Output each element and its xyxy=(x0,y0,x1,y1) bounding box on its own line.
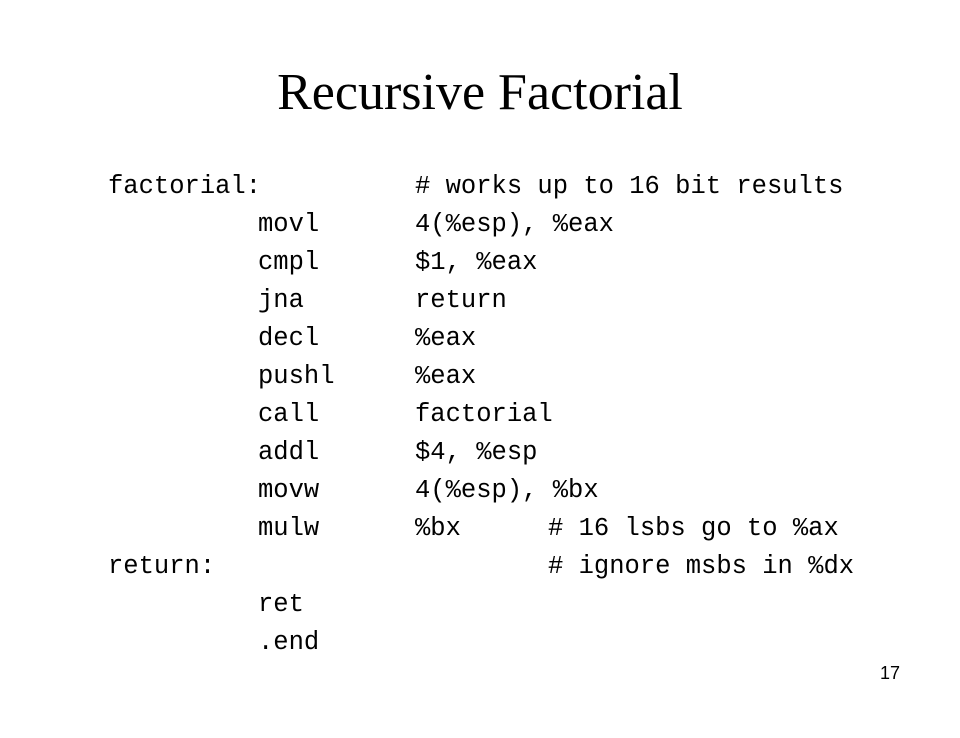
code-args: $4, %esp xyxy=(415,438,538,467)
code-line: movl 4(%esp), %eax xyxy=(108,206,614,244)
page-number: 17 xyxy=(879,663,901,683)
code-line: .end xyxy=(108,624,319,662)
code-op: decl xyxy=(258,324,320,353)
code-op: movl xyxy=(258,210,320,239)
code-line: jna return xyxy=(108,282,507,320)
code-op: jna xyxy=(258,286,304,315)
code-op: .end xyxy=(258,628,320,657)
code-line: pushl %eax xyxy=(108,358,476,396)
code-line: call factorial xyxy=(108,396,553,434)
code-op: mulw xyxy=(258,514,320,543)
code-args: return xyxy=(415,286,507,315)
code-line-label-factorial: factorial: # works up to 16 bit results xyxy=(108,168,843,206)
code-op: cmpl xyxy=(258,248,320,277)
code-comment: # works up to 16 bit results xyxy=(415,172,844,201)
code-args: 4(%esp), %bx xyxy=(415,476,599,505)
assembly-code-block: factorial: # works up to 16 bit results … xyxy=(108,168,854,662)
code-line: movw 4(%esp), %bx xyxy=(108,472,599,510)
code-line: decl %eax xyxy=(108,320,476,358)
code-label: return: xyxy=(108,552,216,581)
code-comment: # 16 lsbs go to %ax xyxy=(548,514,839,543)
code-op: call xyxy=(258,400,320,429)
code-op: pushl xyxy=(258,362,335,391)
code-args: %bx xyxy=(415,514,461,543)
code-args: %eax xyxy=(415,362,477,391)
code-args: 4(%esp), %eax xyxy=(415,210,614,239)
code-op: addl xyxy=(258,438,320,467)
code-line: ret xyxy=(108,586,304,624)
code-line: mulw %bx # 16 lsbs go to %ax xyxy=(108,510,839,548)
code-line: cmpl $1, %eax xyxy=(108,244,537,282)
code-comment: # ignore msbs in %dx xyxy=(548,552,855,581)
code-op: movw xyxy=(258,476,320,505)
code-op: ret xyxy=(258,590,304,619)
code-label: factorial: xyxy=(108,172,262,201)
code-args: %eax xyxy=(415,324,477,353)
code-line: addl $4, %esp xyxy=(108,434,537,472)
code-args: $1, %eax xyxy=(415,248,538,277)
slide-title: Recursive Factorial xyxy=(277,64,683,121)
code-line-label-return: return: # ignore msbs in %dx xyxy=(108,548,854,586)
code-args: factorial xyxy=(415,400,553,429)
